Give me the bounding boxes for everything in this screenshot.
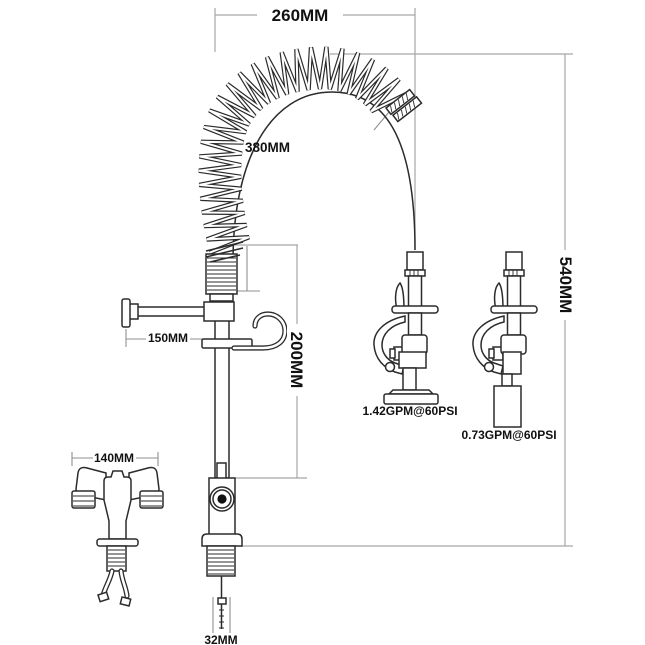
supply-hoses xyxy=(97,568,132,607)
riser-pipe xyxy=(214,295,230,479)
hanging-hook xyxy=(201,311,288,351)
trigger-blade xyxy=(493,281,504,311)
hose-exit-fitting xyxy=(384,88,423,123)
spray-head-detail-flat xyxy=(373,251,439,405)
hose-arc xyxy=(232,91,416,263)
flow-rating-label-1: 1.42GPM@60PSI xyxy=(362,404,457,418)
dim-faucet-width-label: 140MM xyxy=(94,451,134,465)
riser-pipe-assembly xyxy=(121,241,288,629)
base-valve-body xyxy=(201,462,243,629)
spring-hose-assembly xyxy=(198,46,423,263)
spring-end-coils xyxy=(205,241,244,263)
wall-bracket-arm xyxy=(121,298,235,328)
dim-top-width-label: 260MM xyxy=(272,6,329,25)
nozzle-cylinder xyxy=(493,385,522,428)
dim-inlet-shank-label: 32MM xyxy=(204,633,237,645)
trigger-blade xyxy=(394,281,405,311)
mixing-faucet-front-view xyxy=(71,466,164,607)
faucet-body xyxy=(103,470,132,540)
dim-overall-height-label: 540MM xyxy=(556,257,575,314)
deck-shank xyxy=(206,545,236,577)
dim-wall-bracket-label: 150MM xyxy=(148,331,188,345)
dimension-labels: 260MM 380MM 540MM 200MM 150MM 140MM 32MM… xyxy=(93,4,578,645)
dim-riser-section-label: 200MM xyxy=(287,332,306,389)
dim-hose-length-label: 380MM xyxy=(245,140,290,155)
inlet-shank xyxy=(106,545,127,572)
handle-screw xyxy=(217,494,227,504)
spray-head-detail-cylindrical xyxy=(472,251,538,428)
flow-rating-label-2: 0.73GPM@60PSI xyxy=(461,428,556,442)
